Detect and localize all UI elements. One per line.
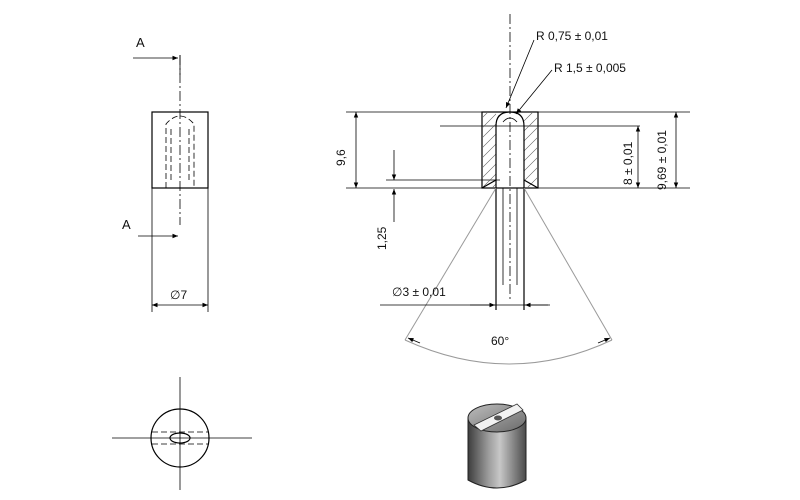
section-hatch-left <box>483 113 496 187</box>
cone-arc-arrow-right <box>597 337 611 344</box>
height-overall-label: 9,69 ± 0,01 <box>655 130 669 190</box>
chamfer-left <box>481 179 497 189</box>
cone-arc-arrow-left <box>407 337 421 344</box>
diameter-outer-label: ∅7 <box>170 288 187 302</box>
front-view-hidden-slot <box>165 115 195 188</box>
top-view-outer-circle <box>150 408 210 468</box>
height-total-label: 9,6 <box>334 149 348 166</box>
section-view: 60° ∅3 ± 0,01 9,6 1,25 8 ± 0,01 9,69 ± 0… <box>334 14 690 365</box>
cone-angle-label: 60° <box>491 334 509 348</box>
chamfer-right <box>523 179 539 189</box>
radius-large-label: R 1,5 ± 0,005 <box>554 61 626 75</box>
cone-line-right <box>523 187 613 341</box>
radius-small-label: R 0,75 ± 0,01 <box>536 29 608 43</box>
section-mark-bottom: A <box>122 217 131 232</box>
section-mark-top: A <box>136 35 145 50</box>
cone-line-left <box>404 187 497 341</box>
isometric-part <box>467 403 527 489</box>
top-view-slot <box>169 432 191 444</box>
cone-arc <box>404 339 613 365</box>
chamfer-depth-label: 1,25 <box>375 226 389 250</box>
section-hatch-right <box>524 113 537 187</box>
front-view-body <box>151 111 209 189</box>
cylinder-bore <box>494 415 502 421</box>
radius-small-leader <box>505 39 535 109</box>
front-view: ∅7 A A <box>122 35 209 312</box>
cylinder-body <box>467 417 527 489</box>
top-view <box>112 377 252 490</box>
radius-large-leader <box>515 69 553 115</box>
height-slot-label: 8 ± 0,01 <box>621 141 635 185</box>
diameter-bore-label: ∅3 ± 0,01 <box>392 285 446 299</box>
